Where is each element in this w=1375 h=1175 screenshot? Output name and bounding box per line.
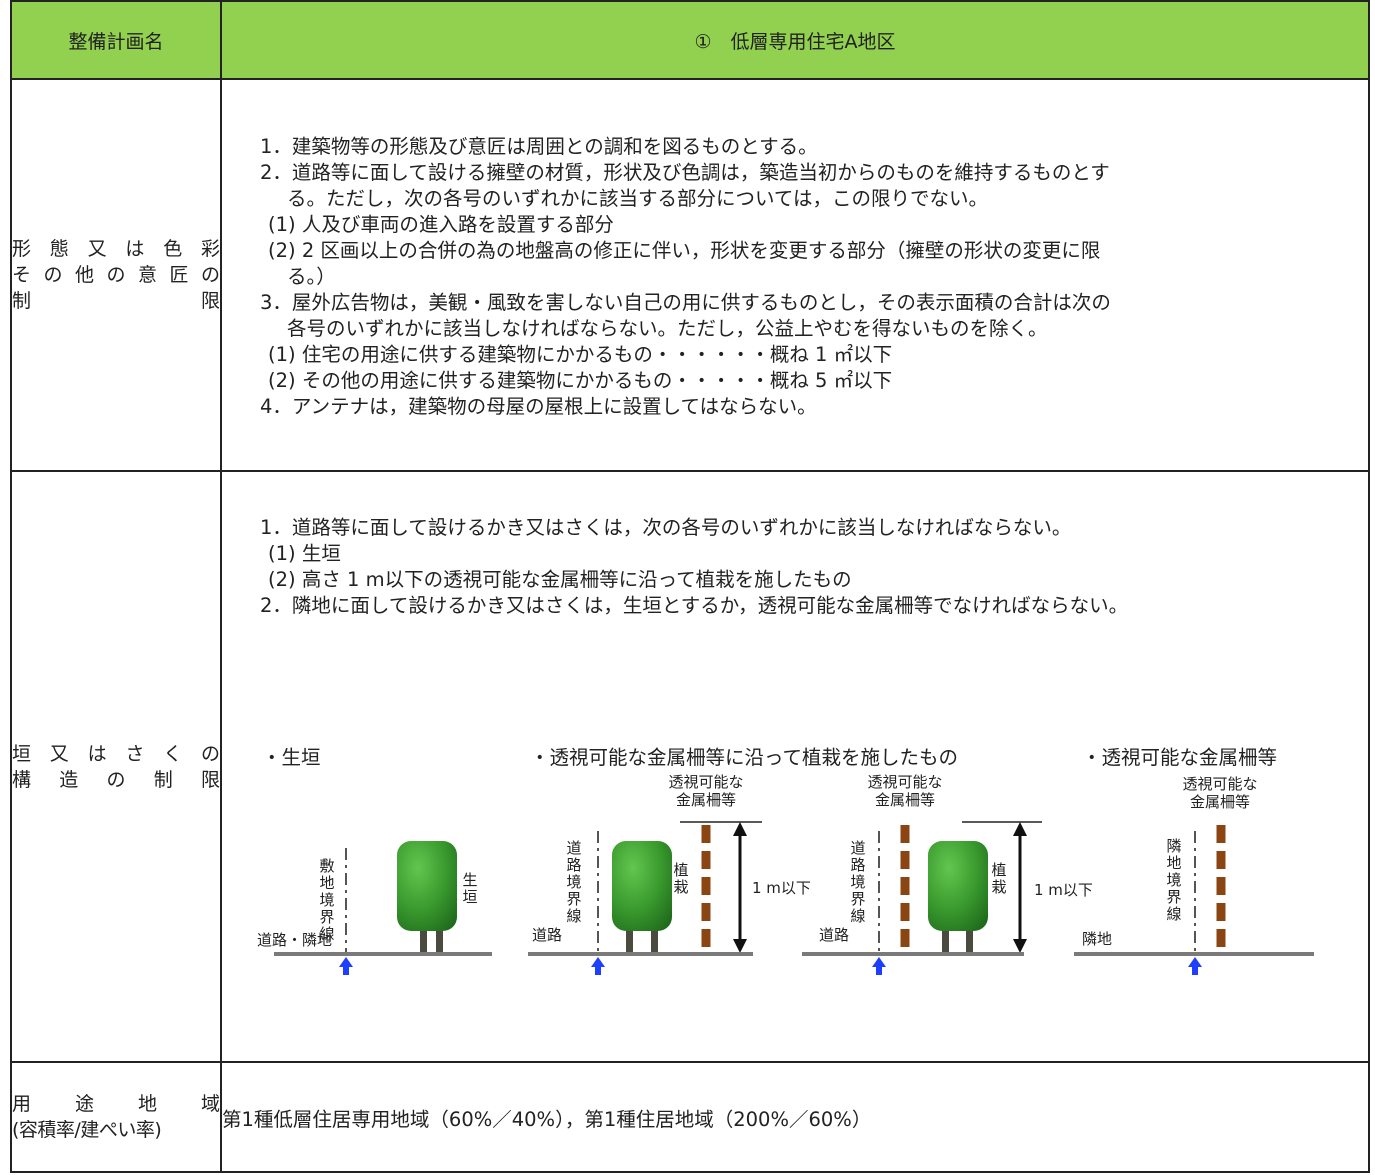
caption-metal-fence: ・透視可能な金属柵等 [1082,746,1278,769]
arrow-up-icon [733,822,747,836]
tree-trunk [626,921,633,953]
header-row: 整備計画名 ① 低層専用住宅A地区 [10,0,1370,80]
diagram-hedge: 敷地境界線 生垣 道路・隣地 [257,841,492,975]
tree-trunk [966,921,973,953]
arrow-down-icon [1013,939,1027,953]
height-label: 1 m以下 [1034,881,1093,899]
zoning-label: 用途地域 (容積率/建ぺい率) [10,1061,222,1173]
boundary-arrow-icon [591,957,605,975]
fence-item: 1．道路等に面して設けるかき又はさくは，次の各号のいずれかに該当しなければならな… [260,516,1072,539]
plan-name-label: 整備計画名 [10,0,222,80]
design-label-line3-left: 制 [12,290,32,312]
district-plan-table: 整備計画名 ① 低層専用住宅A地区 形態又は色彩 その他の意匠の 制 限 1．建… [10,0,1370,1173]
hedge-label: 生垣 [462,871,477,906]
fence-item: (2) 高さ 1 m以下の透視可能な金属柵等に沿って植栽を施したもの [268,568,852,591]
design-label-line2: その他の意匠の [12,264,220,286]
boundary-arrow-icon [1188,957,1202,975]
zoning-label-line2: (容積率/建ぺい率) [12,1119,162,1141]
road-boundary-label: 道路境界線 [850,839,865,925]
design-content: 1．建築物等の形態及び意匠は周囲との調和を図るものとする。 2．道路等に面して設… [220,78,1370,472]
planting-label: 植栽 [991,861,1006,896]
fence-label-line2: 構造の制限 [12,768,220,791]
fence-label-line1: 透視可能な [1182,775,1257,793]
fence-label-line2: 金属柵等 [875,791,935,809]
design-label-line1: 形態又は色彩 [12,238,220,260]
plan-name-value: ① 低層専用住宅A地区 [220,0,1370,80]
fence-label-line2: 金属柵等 [1190,793,1250,811]
zoning-label-line1: 用途地域 [12,1093,220,1115]
zoning-row: 用途地域 (容積率/建ぺい率) 第1種低層住居専用地域（60%／40%），第1種… [10,1061,1370,1173]
design-item: (1) 人及び車両の進入路を設置する部分 [268,213,614,236]
tree-trunk [436,921,443,953]
zoning-value: 第1種低層住居専用地域（60%／40%），第1種住居地域（200%／60%） [220,1061,1370,1173]
design-item: (2) その他の用途に供する建築物にかかるもの・・・・・概ね 5 ㎡以下 [268,369,893,392]
diagram-planted-fence-2: 道路境界線 透視可能な 金属柵等 植栽 1 m以下 道路 [802,773,1093,975]
road-neighbor-label: 道路・隣地 [257,931,332,949]
design-item: 1．建築物等の形態及び意匠は周囲との調和を図るものとする。 [260,135,818,158]
design-label-line3-right: 限 [200,290,220,312]
road-label: 道路 [532,926,562,944]
fence-content: 1．道路等に面して設けるかき又はさくは，次の各号のいずれかに該当しなければならな… [220,470,1370,1063]
tree-trunk [651,921,658,953]
design-item: (1) 住宅の用途に供する建築物にかかるもの・・・・・・概ね 1 ㎡以下 [268,343,893,366]
boundary-arrow-icon [339,957,353,975]
design-label: 形態又は色彩 その他の意匠の 制 限 [10,78,222,472]
boundary-arrow-icon [872,957,886,975]
caption-planted-fence: ・透視可能な金属柵等に沿って植栽を施したもの [530,746,959,769]
planting-shape [928,841,988,931]
fence-label-line1: 垣又はさくの [12,742,220,765]
fence-diagrams: 敷地境界線 生垣 道路・隣地 道路境界線 [257,773,1314,975]
neighbor-boundary-label: 隣地境界線 [1166,837,1181,923]
neighbor-label: 隣地 [1082,930,1112,948]
fence-label-line1: 透視可能な [867,773,942,791]
site-boundary-label: 敷地境界線 [319,857,334,943]
design-item: る。） [287,265,336,288]
height-label: 1 m以下 [752,879,811,897]
diagram-planted-fence: 道路境界線 植栽 透視可能な 金属柵等 1 m以下 道路 [528,773,811,975]
caption-hedge: ・生垣 [262,746,321,769]
road-boundary-label: 道路境界線 [566,839,581,925]
fence-label: 垣又はさくの 構造の制限 [10,470,222,1063]
design-item: (2) 2 区画以上の合併の為の地盤高の修正に伴い，形状を変更する部分（擁壁の形… [268,239,1101,262]
fence-label-line2: 金属柵等 [676,791,736,809]
tree-trunk [420,921,427,953]
hedge-shape [397,841,457,931]
design-item: る。ただし，次の各号のいずれかに該当する部分については，この限りでない。 [287,187,989,210]
design-row: 形態又は色彩 その他の意匠の 制 限 1．建築物等の形態及び意匠は周囲との調和を… [10,78,1370,472]
design-item: 各号のいずれかに該当しなければならない。ただし，公益上やむを得ないものを除く。 [287,317,1048,340]
planting-label: 植栽 [673,861,688,896]
fence-item: 2．隣地に面して設けるかき又はさくは，生垣とするか，透視可能な金属柵等でなければ… [260,594,1129,617]
arrow-down-icon [733,939,747,953]
fence-row: 垣又はさくの 構造の制限 1．道路等に面して設けるかき又はさくは，次の各号のいず… [10,470,1370,1063]
tree-trunk [942,921,949,953]
diagram-metal-fence: 隣地境界線 透視可能な 金属柵等 隣地 [1074,775,1314,975]
design-item: 2．道路等に面して設ける擁壁の材質，形状及び色調は，築造当初からのものを維持する… [260,161,1110,184]
arrow-up-icon [1013,822,1027,836]
design-label-line3: 制 限 [12,288,220,314]
design-item: 4．アンテナは，建築物の母屋の屋根上に設置してはならない。 [260,395,817,418]
road-label: 道路 [819,926,849,944]
fence-item: (1) 生垣 [268,542,341,565]
planting-shape [612,841,672,931]
design-item: 3．屋外広告物は，美観・風致を害しない自己の用に供するものとし，その表示面積の合… [260,291,1111,314]
fence-label-line1: 透視可能な [668,773,743,791]
